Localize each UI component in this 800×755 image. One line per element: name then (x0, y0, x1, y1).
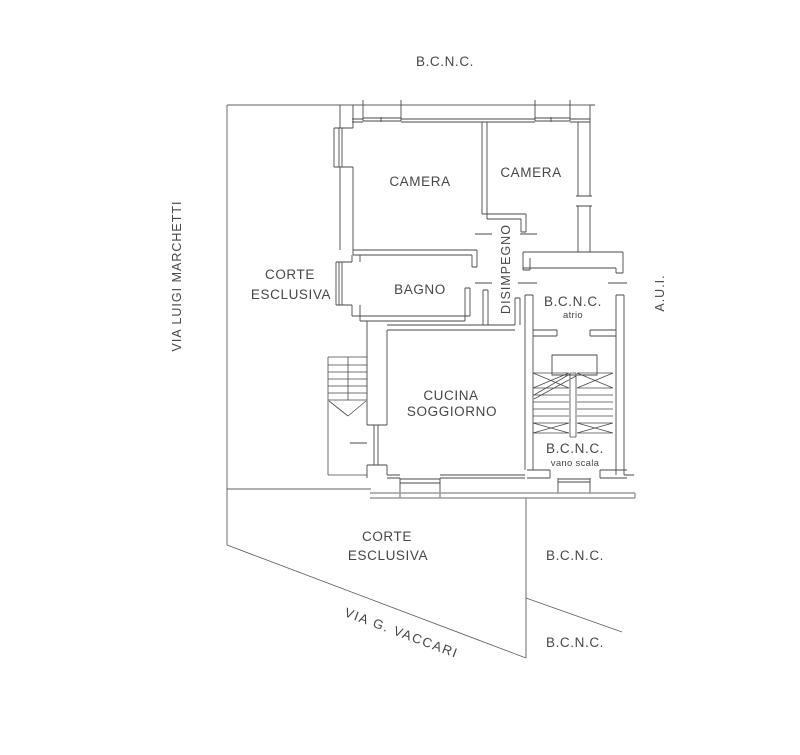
label-bagno: BAGNO (394, 282, 446, 297)
internal-staircase (532, 372, 614, 438)
label-street-left: VIA LUIGI MARCHETTI (170, 201, 184, 352)
label-aui: A.U.I. (653, 274, 667, 311)
label-corte-lower-1: CORTE (362, 529, 412, 544)
label-corte-lower-2: ESCLUSIVA (348, 548, 428, 563)
gray-wall-lines (370, 492, 636, 499)
stair-treads-external (327, 356, 367, 476)
external-staircase (327, 356, 367, 476)
site-boundary (226, 104, 623, 659)
label-bcnc-top: B.C.N.C. (416, 54, 474, 69)
label-atrio-sub: atrio (563, 310, 583, 321)
site-boundary-lines (226, 104, 623, 659)
label-corte-upper-1: CORTE (265, 267, 315, 282)
bottom-exterior-wall (370, 492, 636, 499)
label-cucina-2: SOGGIORNO (407, 404, 497, 419)
label-bcnc-right-mid: B.C.N.C. (546, 548, 604, 563)
label-cucina-1: CUCINA (423, 388, 478, 403)
label-atrio-title: B.C.N.C. (544, 294, 602, 309)
label-vano-scala-title: B.C.N.C. (546, 441, 604, 456)
label-camera-right: CAMERA (500, 165, 561, 180)
label-corte-upper-2: ESCLUSIVA (251, 287, 331, 302)
label-vano-scala-sub: vano scala (551, 458, 600, 469)
stair-treads-internal (532, 372, 614, 438)
opening-dash-lines (475, 233, 627, 284)
label-disimpegno: DISIMPEGNO (499, 224, 513, 314)
labels: B.C.N.C. VIA LUIGI MARCHETTI CORTE ESCLU… (170, 54, 667, 661)
wall-lines (333, 100, 634, 498)
building-walls (333, 100, 634, 498)
label-street-bottom: VIA G. VACCARI (343, 605, 461, 661)
label-camera-left: CAMERA (389, 174, 450, 189)
label-bcnc-right-bottom: B.C.N.C. (546, 635, 604, 650)
